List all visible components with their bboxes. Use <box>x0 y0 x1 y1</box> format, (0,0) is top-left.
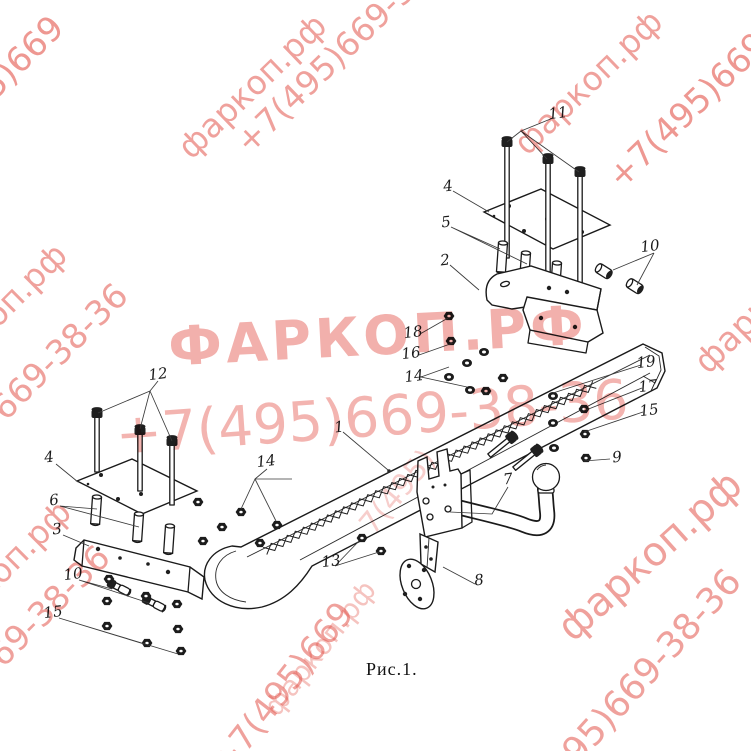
bolt-icon <box>166 435 178 506</box>
bolt-icon <box>512 443 544 471</box>
bolt-icon <box>134 424 146 492</box>
bolt-icon <box>91 407 103 473</box>
mounting-bolts-part-12 <box>91 407 178 506</box>
socket-plate-part-8 <box>399 532 439 610</box>
figure-caption: Рис.1. <box>366 659 418 679</box>
zigzag-seam <box>266 381 594 555</box>
hitch-bolts <box>487 430 544 471</box>
side-bracket-part-2 <box>485 265 604 354</box>
bolt-icon <box>487 430 519 458</box>
side-bracket-part-3 <box>73 539 205 601</box>
bolt-icon <box>501 136 513 259</box>
bushings-part-10-right <box>594 263 644 295</box>
ball-mount-bracket <box>416 448 473 538</box>
leader-lines <box>55 117 655 655</box>
spacer-tubes-part-6 <box>89 494 176 556</box>
